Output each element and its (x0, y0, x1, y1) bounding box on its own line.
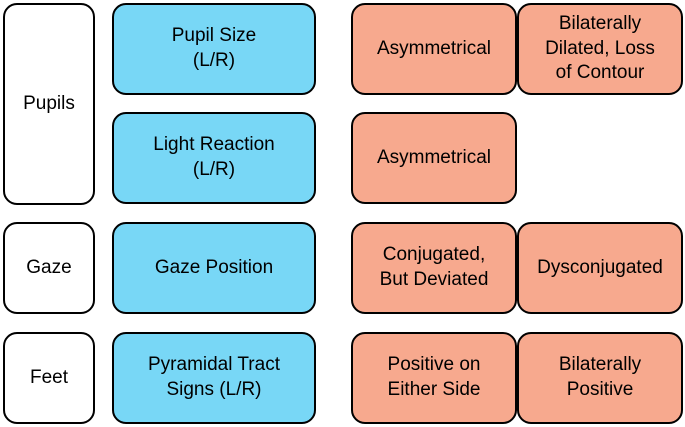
parameter-light-reaction: Light Reaction (L/R) (112, 112, 316, 204)
finding-pupil-size-bilaterally-dilated: Bilaterally Dilated, Loss of Contour (517, 3, 683, 95)
finding-pyramidal-positive-either-side: Positive on Either Side (351, 332, 517, 424)
finding-gaze-conjugated-deviated: Conjugated, But Deviated (351, 222, 517, 314)
category-gaze: Gaze (3, 222, 95, 314)
category-pupils: Pupils (3, 3, 95, 205)
category-feet: Feet (3, 332, 95, 424)
finding-light-reaction-asymmetrical: Asymmetrical (351, 112, 517, 204)
parameter-pyramidal-tract-signs: Pyramidal Tract Signs (L/R) (112, 332, 316, 424)
finding-pupil-size-asymmetrical: Asymmetrical (351, 3, 517, 95)
finding-gaze-dysconjugated: Dysconjugated (517, 222, 683, 314)
finding-pyramidal-bilaterally-positive: Bilaterally Positive (517, 332, 683, 424)
parameter-gaze-position: Gaze Position (112, 222, 316, 314)
parameter-pupil-size: Pupil Size (L/R) (112, 3, 316, 95)
